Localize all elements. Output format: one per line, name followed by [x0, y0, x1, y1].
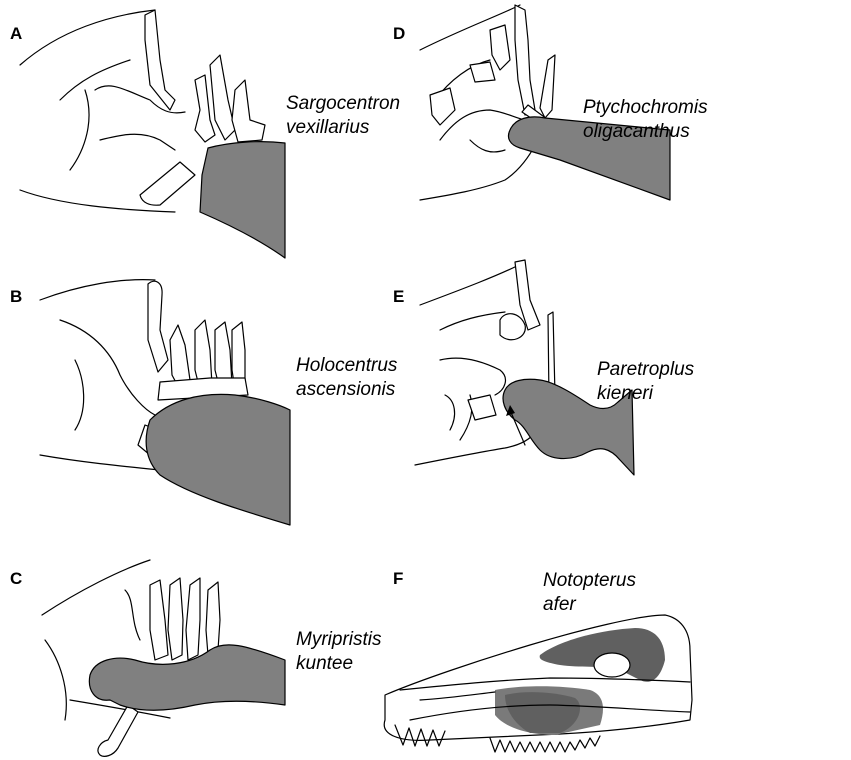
panel-a-drawing — [20, 10, 285, 258]
panel-b-drawing — [40, 280, 290, 525]
species-name: Ptychochromis oligacanthus — [583, 96, 708, 144]
species-name-line: Sargocentron — [286, 92, 400, 116]
panel-letter: F — [393, 569, 403, 589]
species-name-line: Paretroplus kieneri — [597, 358, 694, 406]
species-name-line: Myripristis — [296, 628, 382, 652]
panel-letter: E — [393, 287, 404, 307]
species-name: Sargocentron vexillarius — [286, 92, 400, 140]
panel-letter: B — [10, 287, 22, 307]
panel-letter: A — [10, 24, 22, 44]
species-name-line: Ptychochromis oligacanthus — [583, 96, 708, 144]
species-name-line: ascensionis — [296, 378, 397, 402]
species-name-line: kuntee — [296, 652, 382, 676]
species-name: Notopterus afer — [543, 569, 636, 617]
species-name: Paretroplus kieneri — [597, 358, 694, 406]
panel-letter: C — [10, 569, 22, 589]
panel-f-drawing — [384, 615, 692, 752]
panel-c-drawing — [42, 560, 285, 756]
species-name-line: Holocentrus — [296, 354, 397, 378]
species-name: Holocentrus ascensionis — [296, 354, 397, 402]
species-name-line: Notopterus afer — [543, 569, 636, 617]
species-name-line: vexillarius — [286, 116, 400, 140]
panel-letter: D — [393, 24, 405, 44]
species-name: Myripristis kuntee — [296, 628, 382, 676]
